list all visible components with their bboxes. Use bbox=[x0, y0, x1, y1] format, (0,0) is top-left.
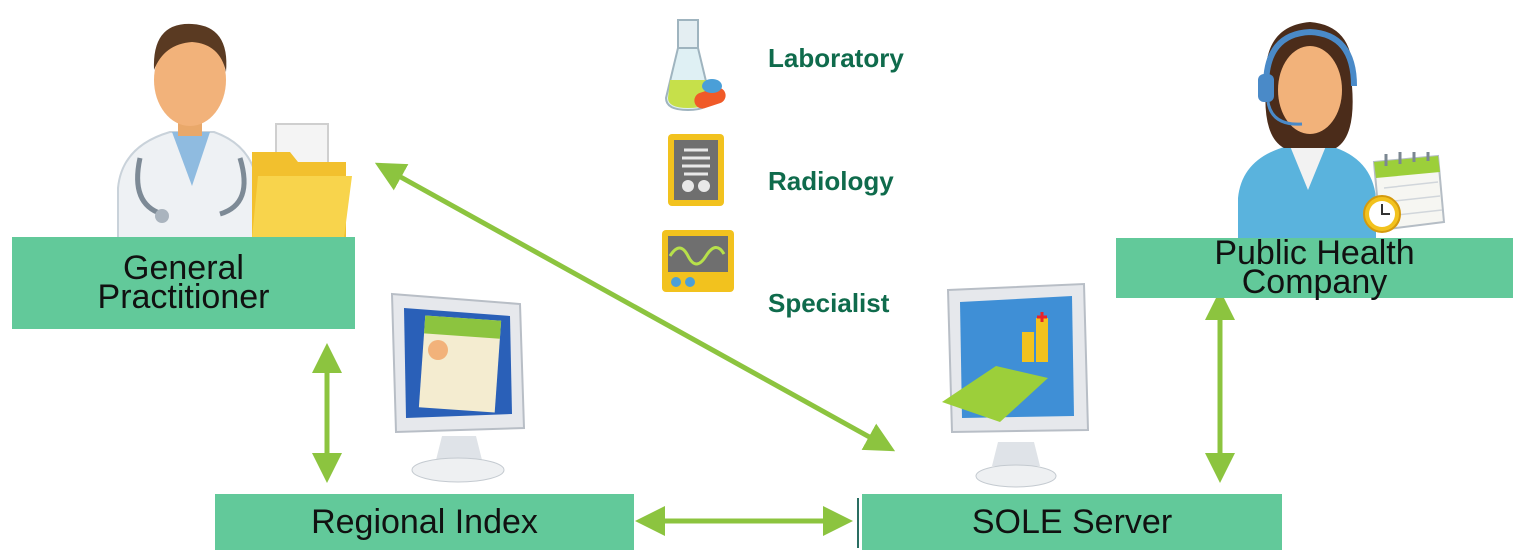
doctor-icon bbox=[117, 23, 259, 240]
radiology-label: Radiology bbox=[768, 166, 894, 196]
sole-server-label: SOLE Server bbox=[971, 502, 1173, 541]
general-practitioner-box: General Practitioner bbox=[12, 237, 355, 329]
calendar-icon bbox=[1363, 152, 1446, 233]
sole-server-box: SOLE Server bbox=[862, 494, 1282, 550]
arrow-gp-sole bbox=[374, 162, 896, 452]
heart-monitor-icon bbox=[662, 230, 734, 292]
general-practitioner-label: General Practitioner bbox=[97, 249, 270, 316]
regional-index-box: Regional Index bbox=[215, 494, 634, 550]
specialist-label: Specialist bbox=[768, 288, 890, 318]
call-center-operator-icon bbox=[1238, 22, 1376, 238]
monitor-server-icon bbox=[942, 282, 1090, 488]
public-health-company-label: Public Health Company bbox=[1214, 234, 1415, 301]
public-health-company-box: Public Health Company bbox=[1116, 234, 1513, 301]
lab-flask-icon bbox=[664, 19, 726, 112]
regional-index-label: Regional Index bbox=[311, 502, 538, 541]
xray-icon bbox=[668, 134, 724, 206]
monitor-patient-icon bbox=[390, 292, 526, 483]
laboratory-label: Laboratory bbox=[768, 43, 904, 73]
folder-icon bbox=[252, 123, 352, 238]
